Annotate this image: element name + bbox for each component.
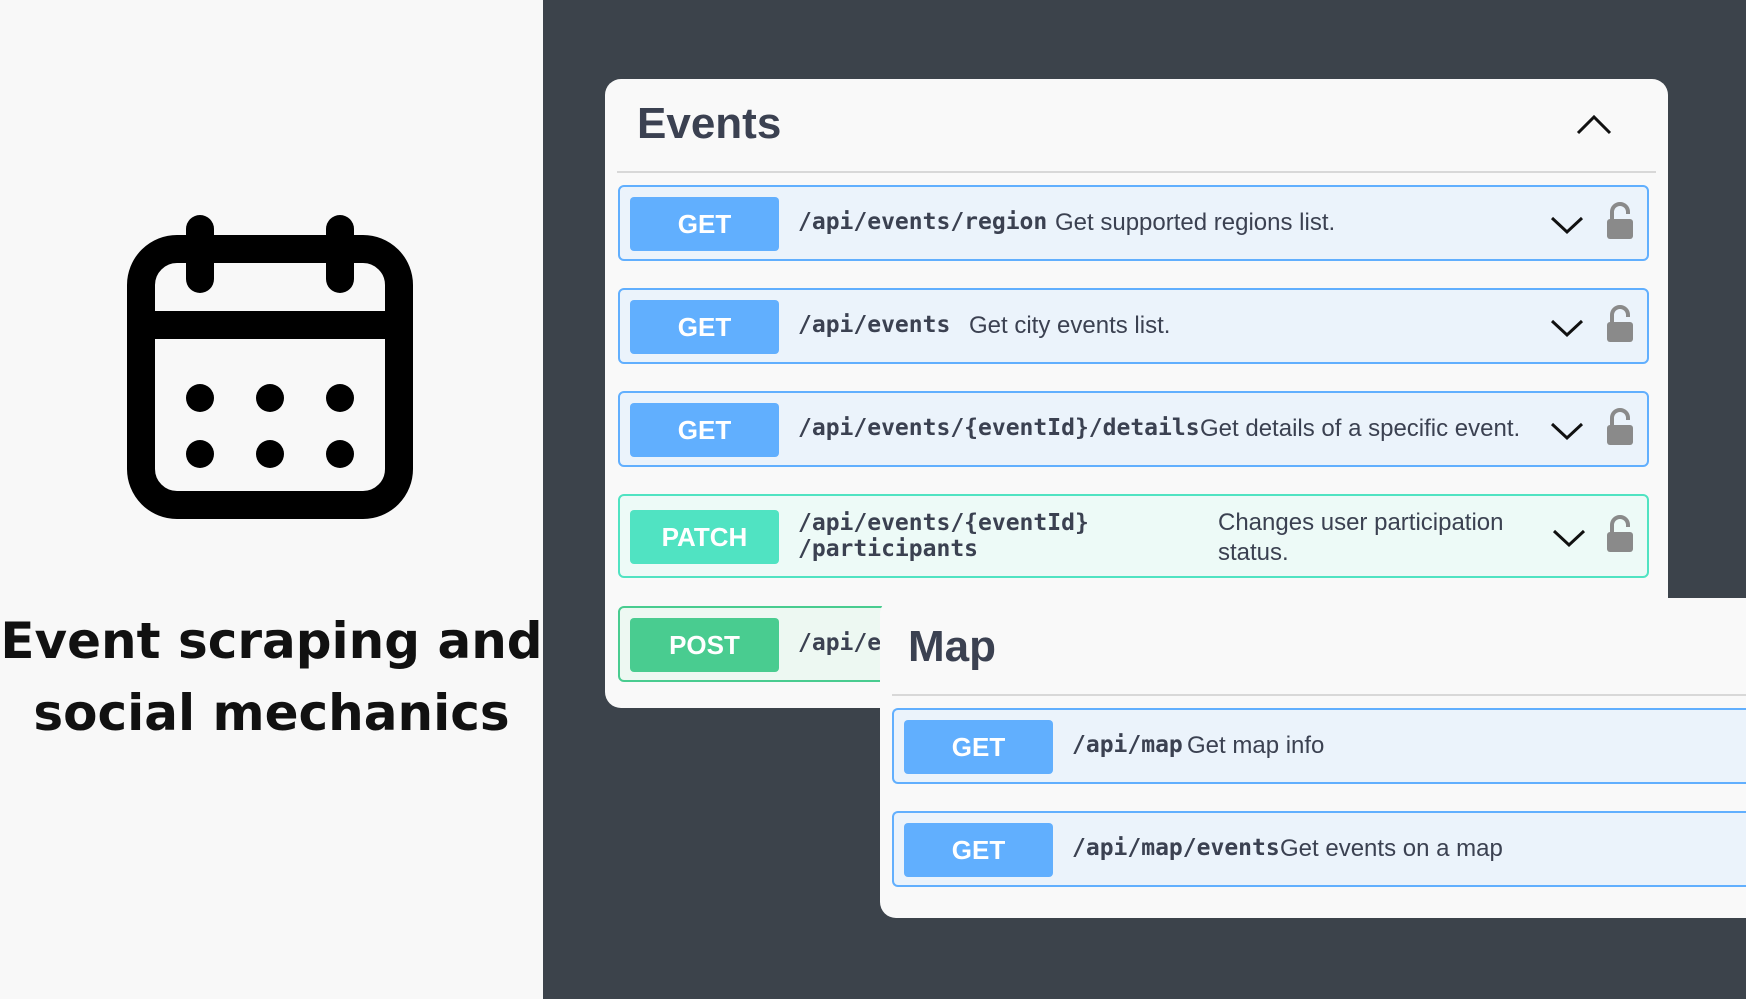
method-badge: PATCH bbox=[630, 510, 779, 564]
chevron-down-icon[interactable] bbox=[1549, 213, 1585, 237]
chevron-down-icon[interactable] bbox=[1549, 316, 1585, 340]
method-badge: GET bbox=[630, 197, 779, 251]
operation-summary: Get events on a map bbox=[1280, 835, 1503, 862]
lock-icon[interactable] bbox=[1605, 201, 1635, 241]
map-section-header[interactable]: Map bbox=[892, 598, 1746, 696]
operation-get-map[interactable]: GET /api/map Get map info bbox=[892, 708, 1746, 784]
events-section-header[interactable]: Events bbox=[617, 79, 1656, 173]
method-badge: GET bbox=[630, 403, 779, 457]
calendar-icon bbox=[127, 215, 413, 519]
operation-path: /api/events/region bbox=[798, 209, 1048, 235]
operation-path: /api/e bbox=[798, 630, 882, 656]
operation-get-events[interactable]: GET /api/events Get city events list. bbox=[618, 288, 1649, 364]
chevron-up-icon[interactable] bbox=[1574, 109, 1614, 139]
operation-summary: Get map info bbox=[1187, 732, 1325, 759]
method-badge: GET bbox=[904, 720, 1053, 774]
method-badge: GET bbox=[904, 823, 1053, 877]
feature-title-line2: social mechanics bbox=[33, 684, 510, 742]
operation-path: /api/events/{eventId}/details bbox=[798, 415, 1200, 441]
left-panel: Event scraping and social mechanics bbox=[0, 0, 543, 999]
chevron-down-icon[interactable] bbox=[1549, 419, 1585, 443]
feature-title-line1: Event scraping and bbox=[0, 612, 543, 670]
operation-get-map-events[interactable]: GET /api/map/events Get events on a map bbox=[892, 811, 1746, 887]
operation-path: /api/events/{eventId} /participants bbox=[798, 510, 1089, 562]
lock-icon[interactable] bbox=[1605, 304, 1635, 344]
operation-get-events-region[interactable]: GET /api/events/region Get supported reg… bbox=[618, 185, 1649, 261]
operation-summary: Get details of a specific event. bbox=[1200, 415, 1521, 442]
lock-icon[interactable] bbox=[1605, 407, 1635, 447]
chevron-down-icon[interactable] bbox=[1551, 526, 1587, 550]
operation-patch-participants[interactable]: PATCH /api/events/{eventId} /participant… bbox=[618, 494, 1649, 578]
operation-summary: Get city events list. bbox=[969, 312, 1171, 339]
operation-path: /api/map/events bbox=[1072, 835, 1280, 861]
method-badge: POST bbox=[630, 618, 779, 672]
feature-title: Event scraping and social mechanics bbox=[0, 605, 543, 749]
map-section: Map GET /api/map Get map info GET /api/m… bbox=[880, 598, 1746, 918]
operation-summary: Get supported regions list. bbox=[1055, 209, 1336, 236]
operation-get-event-details[interactable]: GET /api/events/{eventId}/details Get de… bbox=[618, 391, 1649, 467]
lock-icon[interactable] bbox=[1605, 514, 1635, 554]
section-title: Map bbox=[908, 622, 996, 671]
section-title: Events bbox=[637, 99, 782, 148]
operation-path: /api/events bbox=[798, 312, 951, 338]
operation-summary: Changes user participation status. bbox=[1218, 509, 1504, 566]
method-badge: GET bbox=[630, 300, 779, 354]
operation-path: /api/map bbox=[1072, 732, 1183, 758]
